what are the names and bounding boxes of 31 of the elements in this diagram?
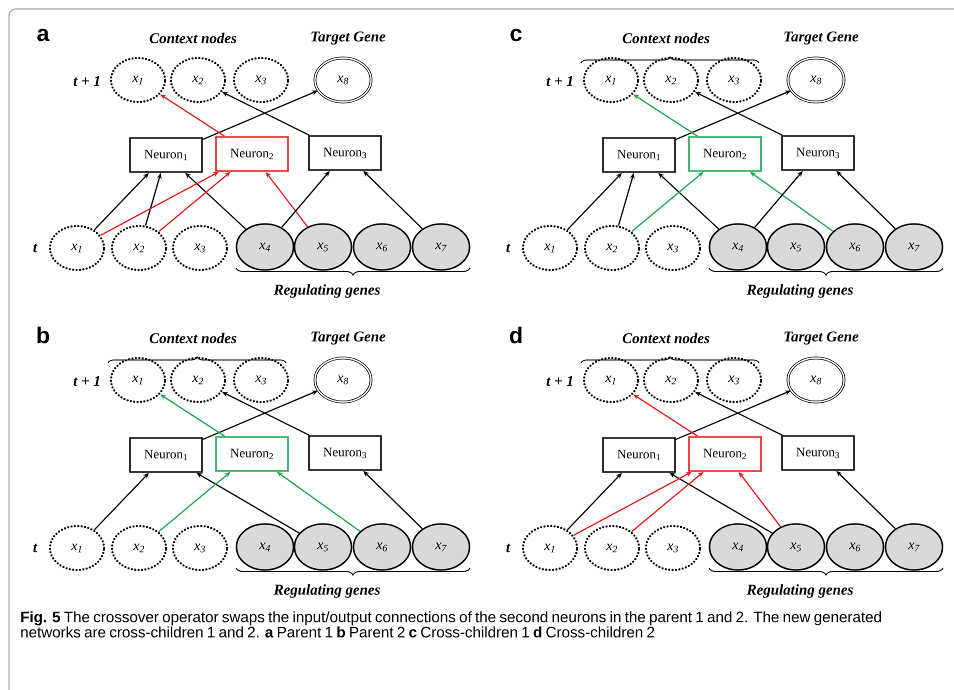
neuron-box: Neuron$_{3}$ <box>781 135 855 171</box>
neuron-box: Neuron$_{1}$ <box>602 137 676 173</box>
neuron-box: Neuron$_{1}$ <box>129 137 203 173</box>
group-heading: Regulating genes <box>746 584 853 598</box>
group-heading: Context nodes <box>150 32 236 44</box>
neuron-box: Neuron$_{2}$ <box>688 136 762 172</box>
neuron-box: Neuron$_{2}$ <box>688 436 762 472</box>
group-heading: Context nodes <box>150 332 236 344</box>
group-heading: Regulating genes <box>746 284 853 298</box>
neuron-box: Neuron$_{3}$ <box>781 435 855 471</box>
group-heading: Regulating genes <box>274 284 380 298</box>
figure-caption: Fig. 5 The crossover operator swaps the input/output connections of the second neurons in the parent 1 and 2. The new generated networks are cross-children 1 and 2. a Parent 1 b Parent 2 c Cross-children 1 d Cross-children 2 <box>21 611 881 638</box>
group-heading: Target Gene <box>784 31 858 45</box>
neuron-box: Neuron$_{1}$ <box>129 437 203 473</box>
group-heading: Context nodes <box>622 32 710 44</box>
neuron-box: Neuron$_{3}$ <box>308 435 382 471</box>
neuron-box: Neuron$_{3}$ <box>308 135 382 171</box>
group-heading: Target Gene <box>311 331 386 345</box>
group-heading: Context nodes <box>622 332 710 344</box>
panel-letter: d <box>510 326 522 344</box>
panel-letter: c <box>510 28 522 42</box>
time-label: t <box>506 244 510 252</box>
group-heading: Target Gene <box>311 31 386 45</box>
neuron-box: Neuron$_{2}$ <box>215 136 289 172</box>
panel-letter: b <box>38 326 50 344</box>
group-heading: Target Gene <box>784 331 858 345</box>
neuron-box: Neuron$_{1}$ <box>602 437 676 473</box>
neuron-box: Neuron$_{2}$ <box>215 436 289 472</box>
time-label: t <box>506 544 510 552</box>
group-heading: Regulating genes <box>274 584 380 598</box>
panel-letter: a <box>37 28 50 42</box>
